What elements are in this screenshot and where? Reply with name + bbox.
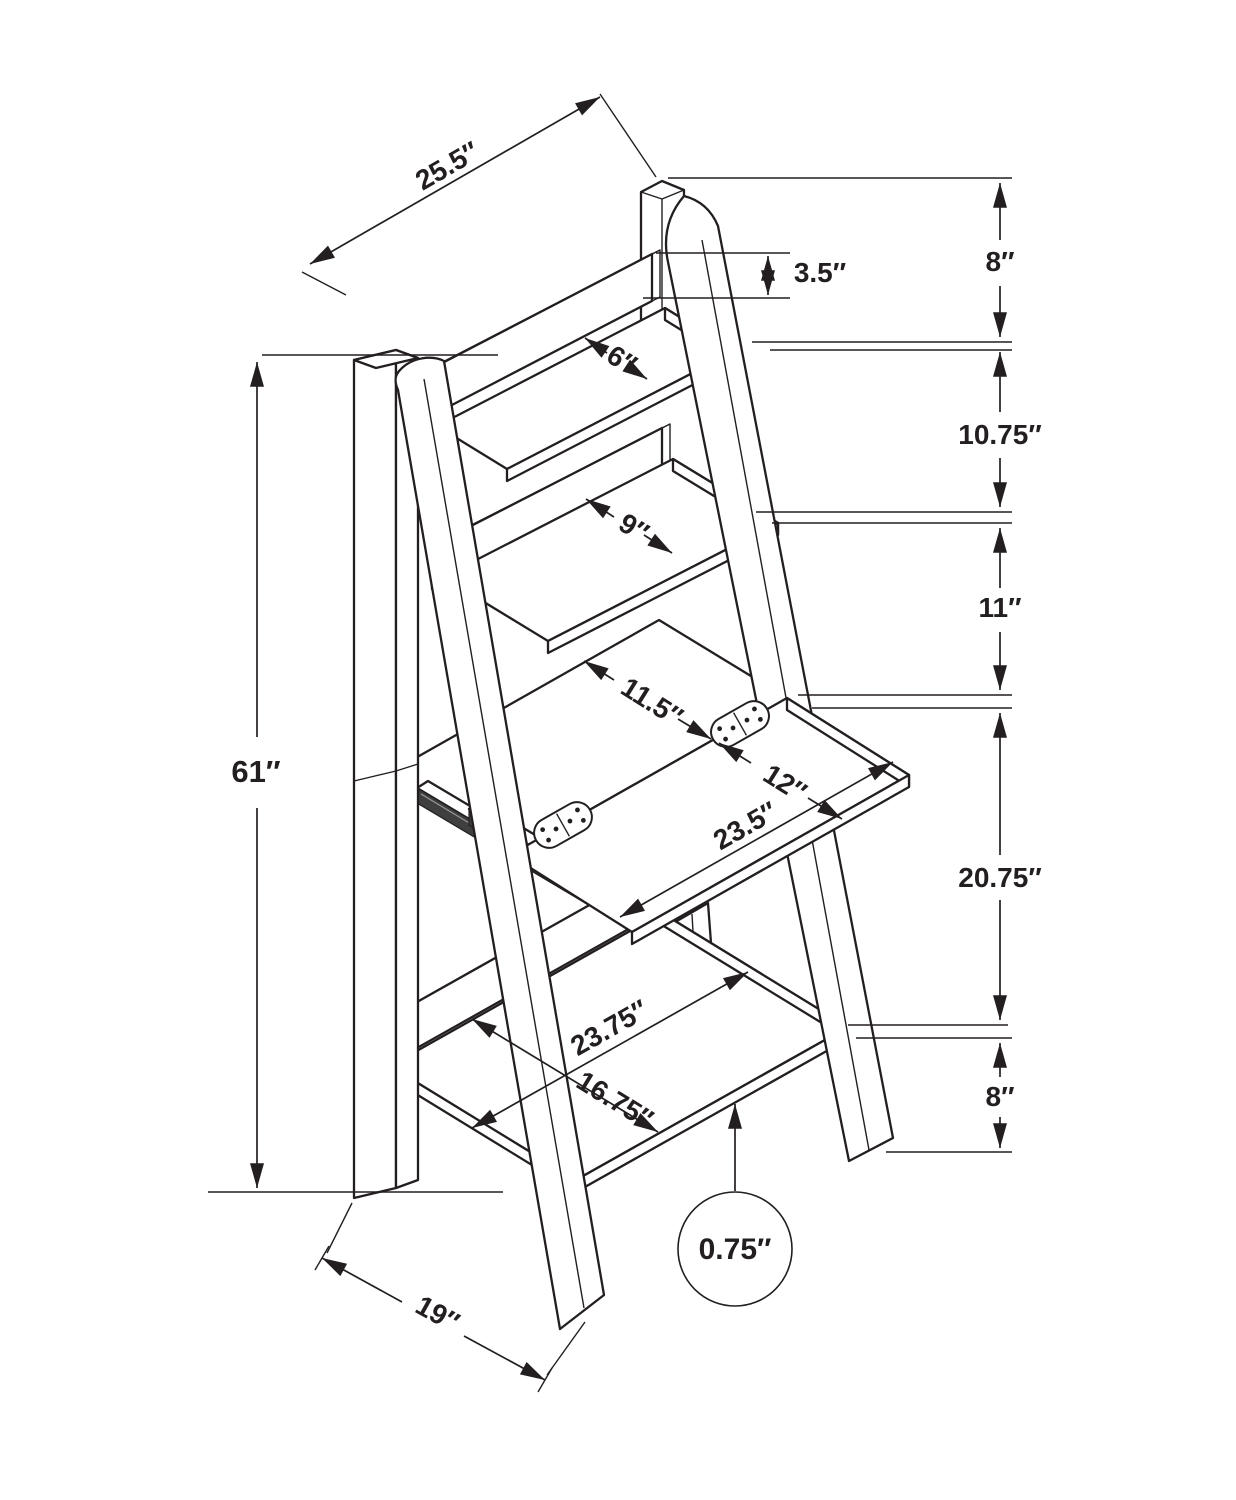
dimension-overall-height: 61″	[208, 354, 503, 1193]
dimension-panel-thickness: 0.75″	[677, 1104, 793, 1307]
dim-label-panel-thickness: 0.75″	[699, 1233, 772, 1266]
dim-label-shelf1-shelf2-gap: 10.75″	[958, 419, 1041, 450]
dimension-desk-bottomshelf-gap: 20.75″	[958, 713, 1042, 1020]
dimension-bottom-gap: 8″	[986, 1043, 1015, 1148]
dim-label-base-depth: 19″	[411, 1289, 465, 1338]
dim-label-top-gap: 8″	[986, 246, 1015, 277]
bottom-shelf	[388, 911, 850, 1194]
dim-label-top-rail-height: 3.5″	[794, 257, 846, 288]
left-rear-post	[352, 348, 420, 1200]
dim-label-bottom-gap: 8″	[986, 1081, 1015, 1112]
dim-label-desk-bottomshelf-gap: 20.75″	[958, 862, 1041, 893]
dimension-top-gap: 8″	[986, 182, 1015, 337]
dimension-top-width: 25.5″	[301, 93, 657, 296]
dim-label-top-width: 25.5″	[410, 135, 484, 196]
hinge-right-icon	[710, 700, 770, 748]
dimension-top-rail-height: 3.5″	[643, 252, 846, 299]
right-front-leg	[664, 194, 895, 1163]
extension-lines-right	[668, 177, 1012, 1153]
hinge-left-icon	[533, 801, 593, 849]
dim-label-shelf2-desk-gap: 11″	[978, 592, 1021, 623]
dimension-shelf2-desk-gap: 11″	[978, 528, 1022, 690]
dimension-shelf1-shelf2-gap: 10.75″	[958, 352, 1042, 507]
callout-circle	[677, 1191, 793, 1307]
dim-label-overall-height: 61″	[231, 754, 280, 789]
